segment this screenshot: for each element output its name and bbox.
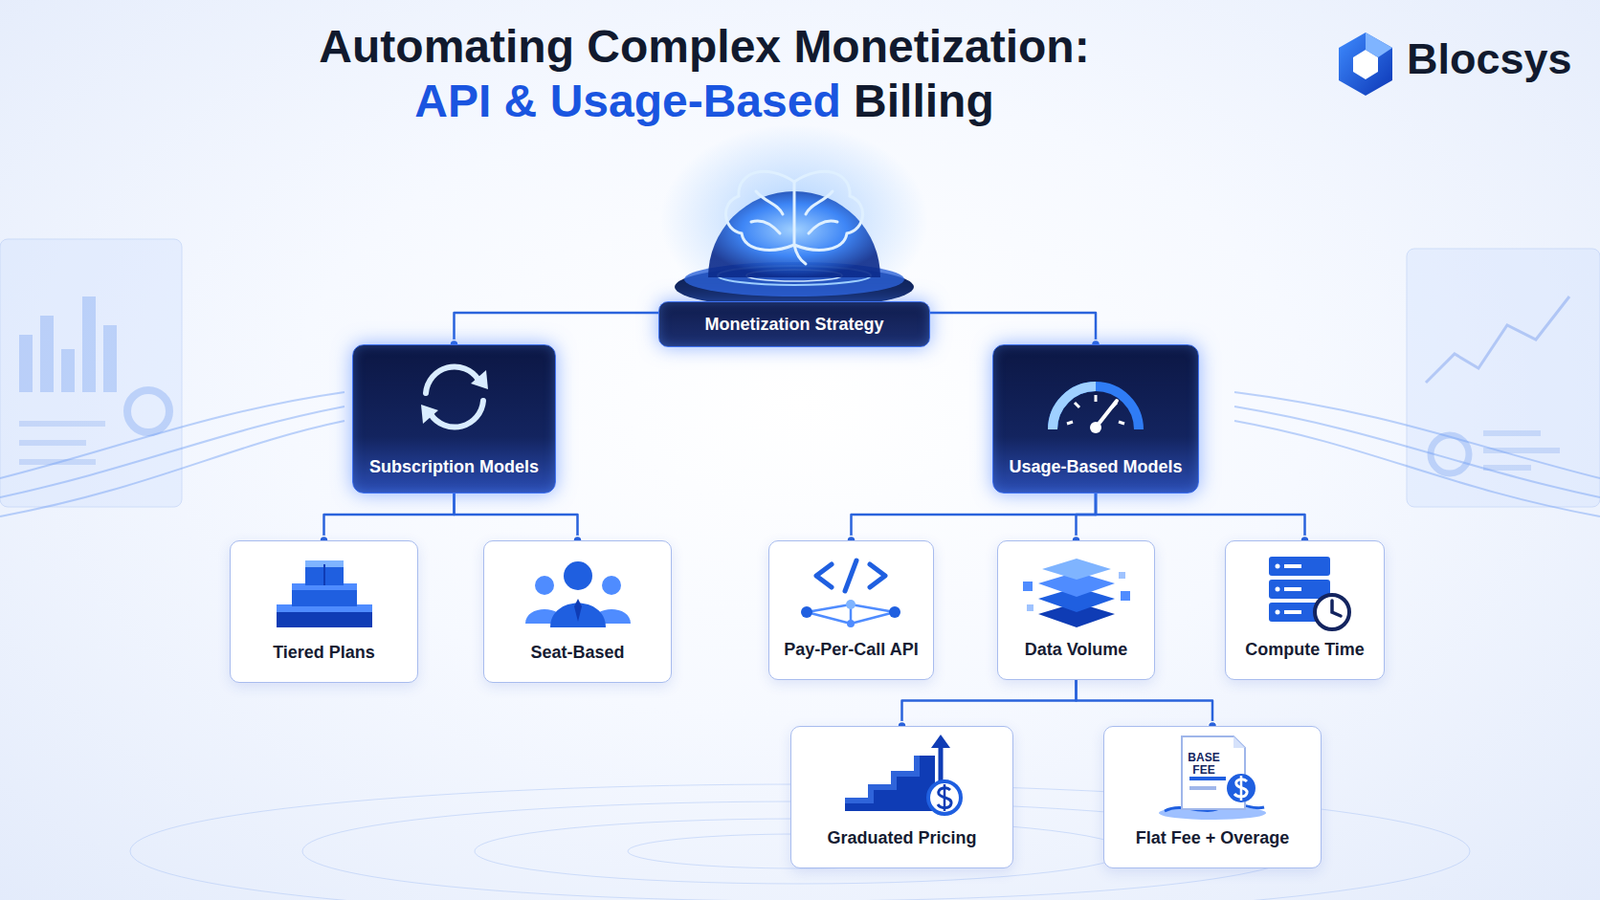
node-label: Flat Fee + Overage (1135, 828, 1290, 849)
tier-icon (266, 555, 382, 640)
node-label: Data Volume (1024, 640, 1129, 661)
node-label: Pay-Per-Call API (783, 640, 918, 661)
light-waves (0, 392, 1600, 517)
category-box: Usage-Based Models (992, 344, 1200, 494)
logo-hexagon (1338, 32, 1393, 96)
connector (1095, 493, 1306, 541)
connector (902, 680, 1077, 727)
connector (1076, 493, 1097, 541)
model-box: Flat Fee + Overage BASE FEE (1103, 726, 1322, 869)
connector (454, 493, 578, 541)
model-box: Tiered Plans (229, 540, 419, 684)
right-dashboard (1406, 248, 1600, 508)
node-label: Graduated Pricing (826, 828, 977, 849)
node-label: Monetization Strategy (704, 314, 884, 335)
brain-orb (660, 124, 929, 316)
model-box: Compute Time (1224, 540, 1385, 681)
model-box: Pay-Per-Call API (768, 540, 934, 681)
node-label: Compute Time (1244, 640, 1365, 661)
data-icon (1019, 553, 1134, 638)
connector (324, 493, 455, 541)
connector (1076, 680, 1214, 727)
connector (454, 312, 660, 345)
seat-icon (515, 555, 641, 640)
flat-icon (1145, 733, 1280, 827)
logo-text: Blocsys (1406, 34, 1573, 85)
category-box: Subscription Models (352, 344, 556, 494)
compute-icon (1247, 553, 1363, 638)
node-label: Subscription Models (369, 457, 539, 478)
title: Automating Complex Monetization: API & U… (225, 19, 1183, 129)
model-box: Data Volume (997, 540, 1156, 681)
node-label: Seat-Based (530, 643, 624, 664)
grad-icon (835, 734, 970, 825)
node-label: Tiered Plans (272, 643, 376, 664)
left-dashboard (0, 239, 182, 508)
model-box: Seat-Based (483, 540, 672, 684)
strategy-box: Monetization Strategy (658, 301, 931, 348)
icon-text: BASE FEE (1184, 752, 1223, 778)
connector (850, 493, 1096, 541)
sub-icon (401, 358, 508, 440)
model-box: Graduated Pricing (790, 726, 1014, 869)
connector (930, 312, 1096, 345)
gauge-icon (1038, 364, 1154, 445)
api-icon (793, 555, 909, 636)
node-label: Usage-Based Models (1008, 457, 1182, 478)
